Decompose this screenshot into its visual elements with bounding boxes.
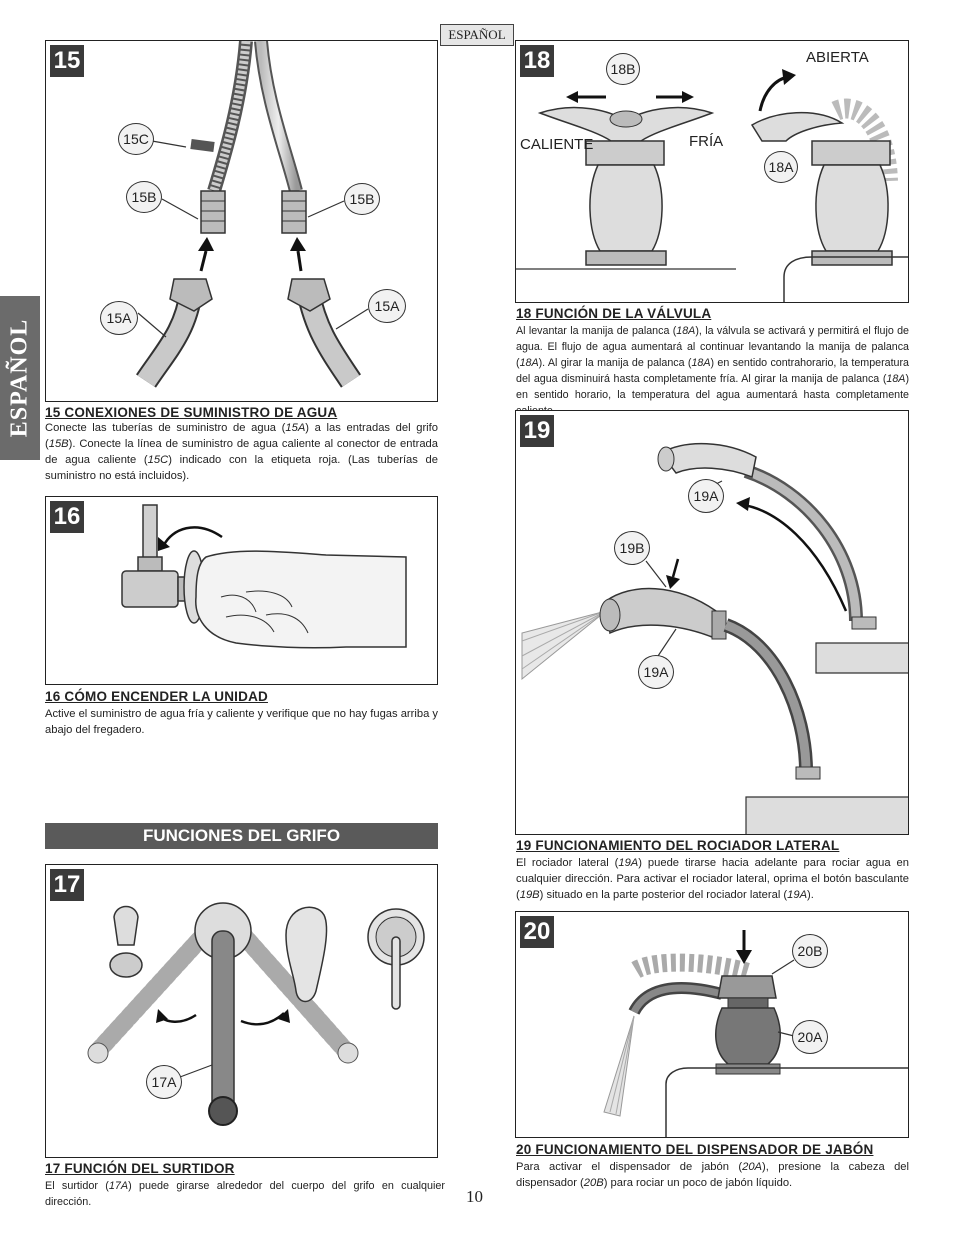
figure-15: 15 15C 15B 15B 15A 15A xyxy=(45,40,438,402)
callout-15a-right: 15A xyxy=(368,289,406,323)
step-number-18: 18 xyxy=(520,45,554,77)
step-number-15: 15 xyxy=(50,45,84,77)
callout-18a: 18A xyxy=(764,151,798,183)
callout-19b: 19B xyxy=(614,531,650,565)
callout-20b: 20B xyxy=(792,934,828,968)
figure-17: 17 17A xyxy=(45,864,438,1158)
section-heading: FUNCIONES DEL GRIFO xyxy=(45,823,438,849)
caption-title-16: 16 CÓMO ENCENDER LA UNIDAD xyxy=(45,689,268,704)
caption-title-15: 15 CONEXIONES DE SUMINISTRO DE AGUA xyxy=(45,405,338,420)
caption-body-15: Conecte las tuberías de suministro de ag… xyxy=(45,422,438,482)
caption-body-20: Para activar el dispensador de jabón (20… xyxy=(516,1161,909,1189)
callout-15c: 15C xyxy=(118,123,154,155)
caption-title-18: 18 FUNCIÓN DE LA VÁLVULA xyxy=(516,306,712,321)
label-cold: FRÍA xyxy=(689,133,724,150)
label-hot: CALIENTE xyxy=(520,136,594,153)
caption-title-17: 17 FUNCIÓN DEL SURTIDOR xyxy=(45,1161,235,1176)
step-number-19: 19 xyxy=(520,415,554,447)
callout-15b-right: 15B xyxy=(344,183,380,215)
side-language-tab: ESPAÑOL xyxy=(0,296,40,460)
callout-19a-top: 19A xyxy=(688,479,724,513)
callout-19a-bottom: 19A xyxy=(638,655,674,689)
callout-17a: 17A xyxy=(146,1065,182,1099)
step-number-17: 17 xyxy=(50,869,84,901)
figure-20: 20 20B 20A xyxy=(515,911,909,1138)
figure-16: 16 xyxy=(45,496,438,685)
page-number: 10 xyxy=(466,1187,483,1206)
valve-handle-illustration xyxy=(516,69,908,302)
caption-title-20: 20 FUNCIONAMIENTO DEL DISPENSADOR DE JAB… xyxy=(516,1142,874,1157)
side-tab-label: ESPAÑOL xyxy=(6,318,33,438)
caption-body-18: Al levantar la manija de palanca (18A), … xyxy=(516,325,910,417)
caption-body-17: El surtidor (17A) puede girarse alrededo… xyxy=(45,1180,445,1208)
caption-title-19: 19 FUNCIONAMIENTO DEL ROCIADOR LATERAL xyxy=(516,838,840,853)
label-open: ABIERTA xyxy=(806,49,869,66)
step-number-20: 20 xyxy=(520,916,554,948)
side-sprayer-illustration xyxy=(521,442,908,834)
supply-lines-illustration xyxy=(136,41,369,388)
callout-15a-left: 15A xyxy=(100,301,138,335)
callout-20a: 20A xyxy=(792,1020,828,1054)
caption-body-16: Active el suministro de agua fría y cali… xyxy=(45,708,439,736)
callout-18b: 18B xyxy=(606,53,640,85)
figure-18: 18 18B 18A CALIENTE FRÍA ABIERTA xyxy=(515,40,909,303)
soap-dispenser-illustration xyxy=(603,930,908,1137)
shutoff-valve-illustration xyxy=(121,504,407,649)
step-number-16: 16 xyxy=(50,501,84,533)
caption-body-19: El rociador lateral (19A) puede tirarse … xyxy=(516,857,909,901)
language-tag: ESPAÑOL xyxy=(440,24,514,46)
spout-rotation-illustration xyxy=(87,902,425,1126)
figure-19: 19 19A 19B 19A xyxy=(515,410,909,835)
callout-15b-left: 15B xyxy=(126,181,162,213)
